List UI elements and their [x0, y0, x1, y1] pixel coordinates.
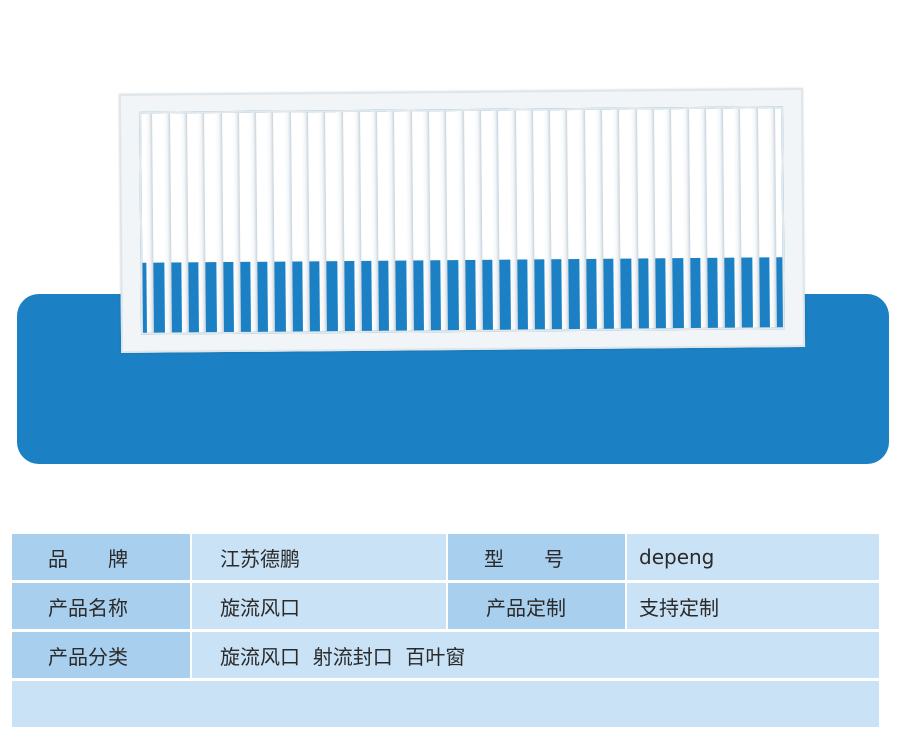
grille-slat — [577, 109, 587, 329]
spec-row-category: 产品分类 旋流风口 射流封口 百叶窗 — [12, 632, 879, 678]
grille-slats — [141, 108, 783, 333]
cell-divider — [625, 534, 627, 580]
grille-slat — [508, 110, 518, 330]
grille-slat — [595, 109, 604, 329]
spec-row-empty — [12, 681, 879, 727]
cell-divider — [190, 632, 192, 678]
name-label: 产品名称 — [12, 583, 190, 629]
grille-slat — [249, 112, 259, 332]
air-grille-image — [118, 88, 806, 353]
grille-slat — [301, 112, 310, 332]
grille-slat — [439, 111, 449, 331]
grille-opening — [139, 106, 785, 335]
cell-divider — [625, 583, 627, 629]
category-value: 旋流风口 射流封口 百叶窗 — [192, 632, 879, 678]
grille-slat — [214, 113, 224, 333]
grille-slat — [733, 108, 743, 328]
grille-slat — [197, 113, 207, 333]
grille-slat — [664, 109, 674, 329]
grille-slat — [698, 108, 708, 328]
grille-slat — [283, 112, 293, 332]
grille-slat — [629, 109, 639, 329]
model-value: depeng — [627, 534, 879, 580]
grille-slat — [646, 109, 656, 329]
grille-slat — [681, 109, 691, 329]
grille-slat — [404, 111, 414, 331]
grille-slat — [352, 111, 362, 331]
grille-slat — [612, 109, 622, 329]
brand-value: 江苏德鹏 — [192, 534, 446, 580]
model-label: 型 号 — [448, 534, 625, 580]
grille-slat — [768, 108, 777, 328]
name-value: 旋流风口 — [192, 583, 446, 629]
empty-cell — [12, 681, 879, 727]
custom-value: 支持定制 — [627, 583, 879, 629]
grille-slat — [560, 110, 570, 330]
grille-slat — [422, 111, 432, 331]
grille-slat — [456, 110, 466, 331]
grille-slat — [145, 113, 155, 333]
grille-slat — [525, 110, 535, 330]
grille-slat — [179, 113, 189, 333]
grille-slat — [266, 112, 276, 332]
grille-slat — [543, 110, 553, 330]
cell-divider — [446, 534, 448, 580]
grille-slat — [231, 112, 241, 332]
grille-slat — [750, 108, 760, 328]
cell-divider — [446, 583, 448, 629]
category-label: 产品分类 — [12, 632, 190, 678]
grille-slat — [491, 110, 501, 330]
grille-slat — [162, 113, 172, 333]
spec-table: 品 牌 江苏德鹏 型 号 depeng 产品名称 旋流风口 产品定制 支持定制 … — [12, 534, 879, 728]
grille-slat — [716, 108, 726, 328]
product-hero — [17, 88, 889, 464]
grille-slat — [387, 111, 397, 331]
spec-row-name: 产品名称 旋流风口 产品定制 支持定制 — [12, 583, 879, 629]
grille-slat — [370, 111, 380, 331]
cell-divider — [190, 583, 192, 629]
grille-slat — [335, 112, 345, 332]
grille-slat — [318, 112, 328, 332]
grille-slat — [474, 110, 483, 330]
custom-label: 产品定制 — [448, 583, 625, 629]
cell-divider — [190, 534, 192, 580]
brand-label: 品 牌 — [12, 534, 190, 580]
spec-row-brand: 品 牌 江苏德鹏 型 号 depeng — [12, 534, 879, 580]
